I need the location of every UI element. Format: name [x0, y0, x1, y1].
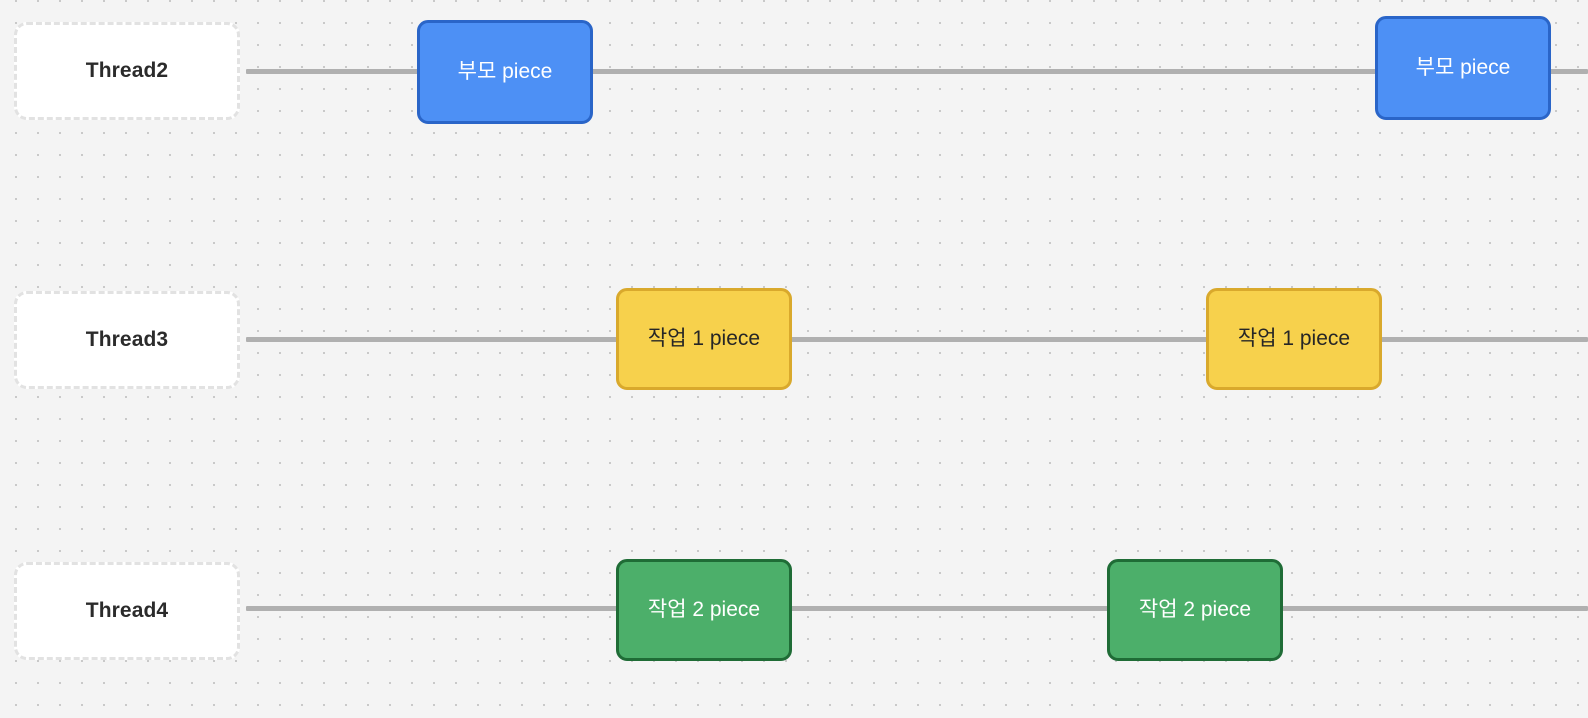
lane-connector-line-thread4 [246, 606, 1588, 611]
node-label: 작업 2 piece [1138, 598, 1252, 622]
node-label: 부모 piece [457, 60, 553, 84]
lane-connector-line-thread2 [246, 69, 1588, 74]
node-label: 작업 1 piece [1237, 327, 1351, 351]
node-label: 부모 piece [1415, 56, 1511, 80]
lane-connector-line-thread3 [246, 337, 1588, 342]
node-thread4-1[interactable]: 작업 2 piece [616, 559, 792, 661]
lane-label-text: Thread4 [85, 599, 169, 622]
node-label: 작업 1 piece [647, 327, 761, 351]
node-thread3-2[interactable]: 작업 1 piece [1206, 288, 1382, 390]
node-thread3-1[interactable]: 작업 1 piece [616, 288, 792, 390]
node-thread2-1[interactable]: 부모 piece [417, 20, 593, 124]
lane-label-thread4[interactable]: Thread4 [14, 562, 240, 660]
lane-label-text: Thread3 [85, 328, 169, 351]
lane-label-thread3[interactable]: Thread3 [14, 291, 240, 389]
lane-label-text: Thread2 [85, 59, 169, 82]
node-label: 작업 2 piece [647, 598, 761, 622]
node-thread2-2[interactable]: 부모 piece [1375, 16, 1551, 120]
lane-label-thread2[interactable]: Thread2 [14, 22, 240, 120]
node-thread4-2[interactable]: 작업 2 piece [1107, 559, 1283, 661]
